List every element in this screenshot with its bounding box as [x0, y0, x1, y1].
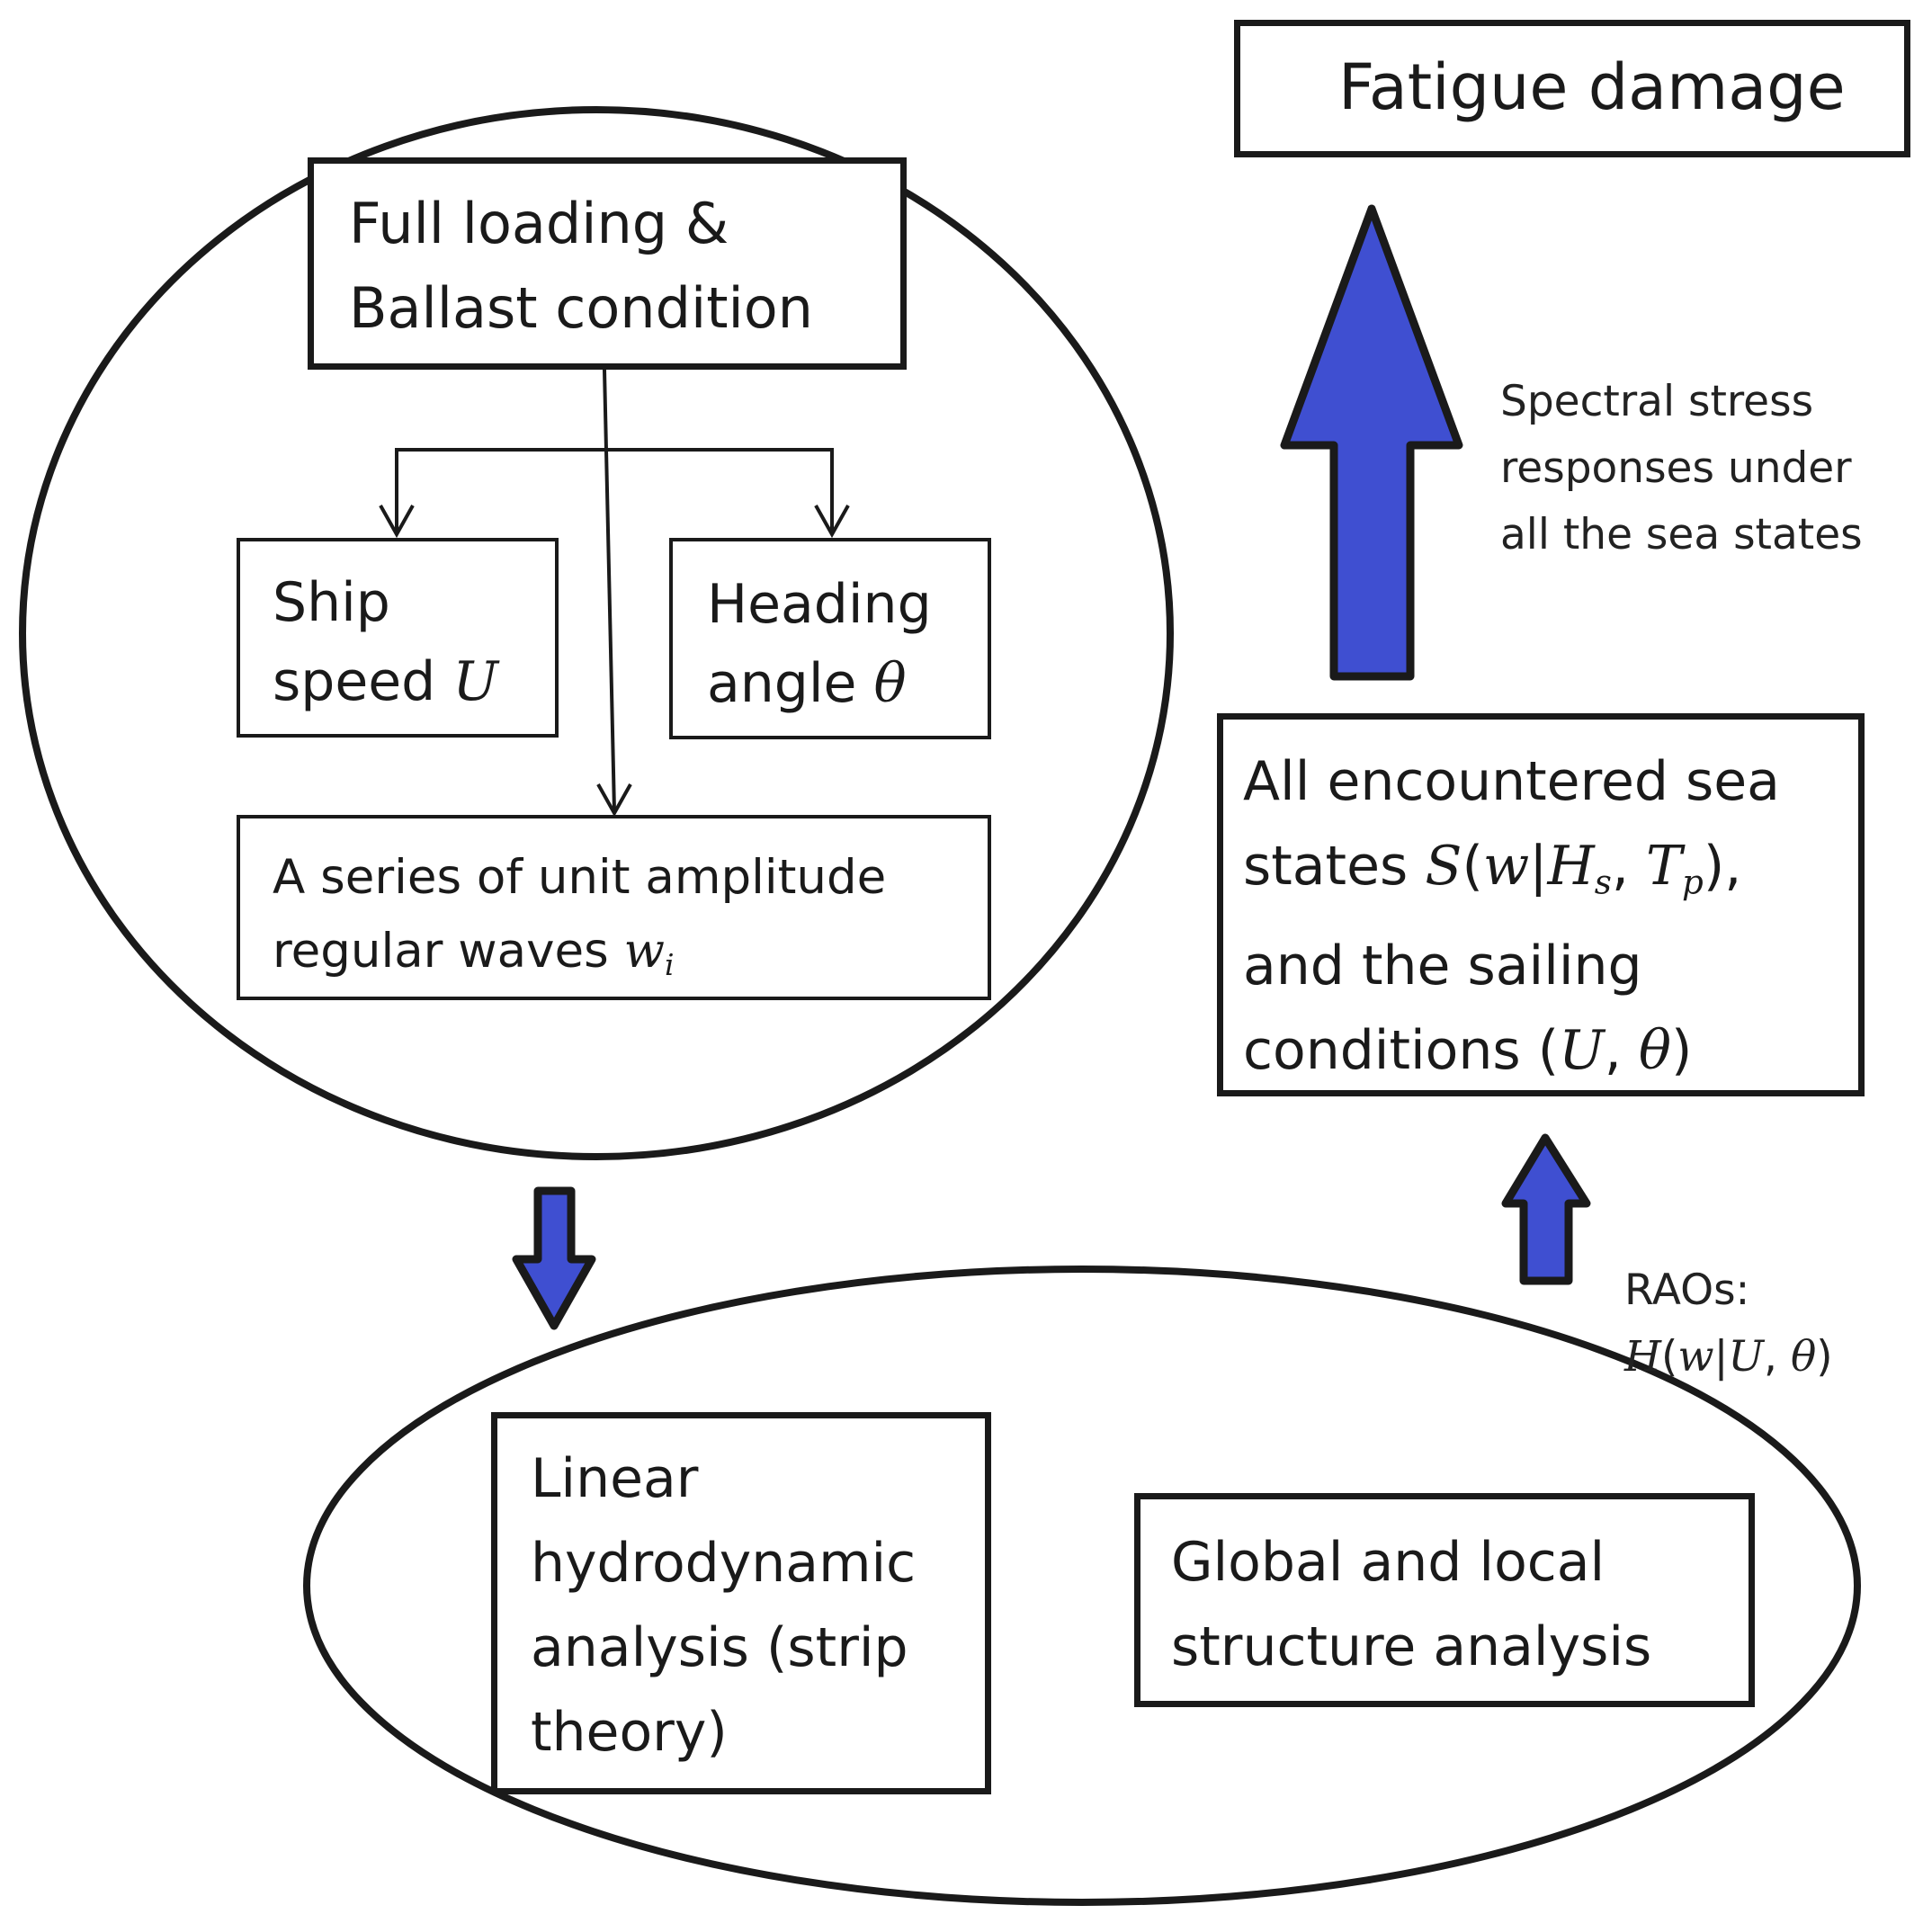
- branch-connector: [395, 448, 834, 531]
- large-up-arrow: [1280, 204, 1463, 681]
- fatigue-damage-box: [1234, 20, 1910, 157]
- arrowhead-to-waves: [596, 783, 632, 818]
- regular-waves-box: [237, 815, 991, 1000]
- arrowhead-to-speed: [379, 505, 415, 539]
- heading-angle-label: Heading angle θ: [707, 573, 932, 715]
- raos-annotation: RAOs: H(w|U, θ): [1624, 1266, 1833, 1382]
- loading-condition-label: Full loading & Ballast condition: [349, 191, 813, 341]
- speed-symbol: U: [452, 650, 498, 713]
- connector-to-waves: [603, 369, 616, 812]
- theta-symbol: θ: [873, 652, 907, 715]
- linear-analysis-label: Linear hydrodynamic analysis (strip theo…: [531, 1447, 917, 1764]
- structure-analysis-label: Global and local structure analysis: [1171, 1531, 1652, 1678]
- sea-states-box: [1217, 713, 1865, 1096]
- fatigue-damage-label: Fatigue damage: [1338, 50, 1846, 124]
- heading-angle-box: [669, 538, 991, 739]
- loading-condition-box: [308, 157, 907, 370]
- linear-analysis-box: [491, 1412, 991, 1794]
- small-up-arrow: [1501, 1133, 1591, 1285]
- ship-speed-box: [237, 538, 559, 738]
- spectral-stress-annotation: Spectral stress responses under all the …: [1500, 377, 1863, 559]
- down-arrow: [512, 1186, 596, 1330]
- sea-states-label: All encountered sea states S(w|Hs, Tp), …: [1243, 750, 1780, 1083]
- loading-scenario-ellipse: [19, 106, 1174, 1160]
- ship-speed-label: Ship speed U: [273, 571, 498, 713]
- analysis-ellipse: [303, 1266, 1861, 1906]
- structure-analysis-box: [1134, 1493, 1755, 1707]
- arrowhead-to-heading: [814, 505, 850, 539]
- regular-waves-label: A series of unit amplitude regular waves…: [273, 850, 887, 983]
